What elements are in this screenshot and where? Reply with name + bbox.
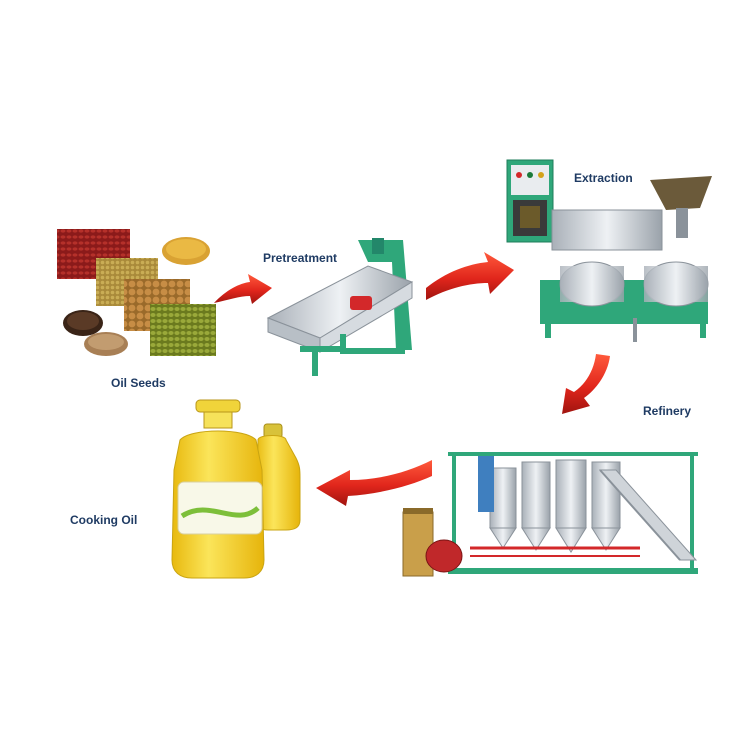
arrow-extraction-to-refinery [562, 354, 610, 414]
label-oil-seeds: Oil Seeds [111, 376, 166, 390]
refinery-plant-image [403, 452, 698, 576]
arrow-seeds-to-pretreatment [214, 274, 272, 304]
label-pretreatment: Pretreatment [263, 251, 337, 265]
cooking-oil-bottles-image [172, 400, 300, 578]
label-refinery: Refinery [643, 404, 691, 418]
arrow-refinery-to-cooking-oil [316, 460, 432, 506]
label-extraction: Extraction [574, 171, 633, 185]
arrow-pretreatment-to-extraction [426, 252, 514, 300]
extraction-press-image [507, 160, 712, 342]
label-cooking-oil: Cooking Oil [70, 513, 137, 527]
oil-seeds-image [57, 229, 216, 356]
